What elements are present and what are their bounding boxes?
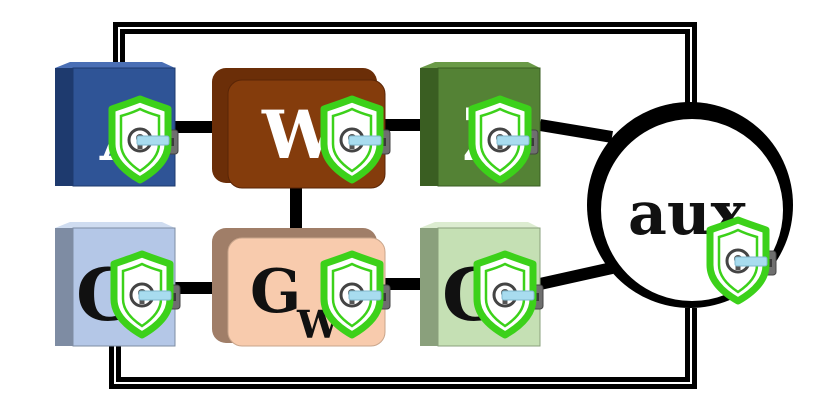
inner-wires	[175, 119, 614, 294]
node-gw-label: G	[250, 257, 301, 327]
outer-wire-frame	[109, 22, 697, 389]
shield-keyhole-icon	[710, 220, 776, 301]
